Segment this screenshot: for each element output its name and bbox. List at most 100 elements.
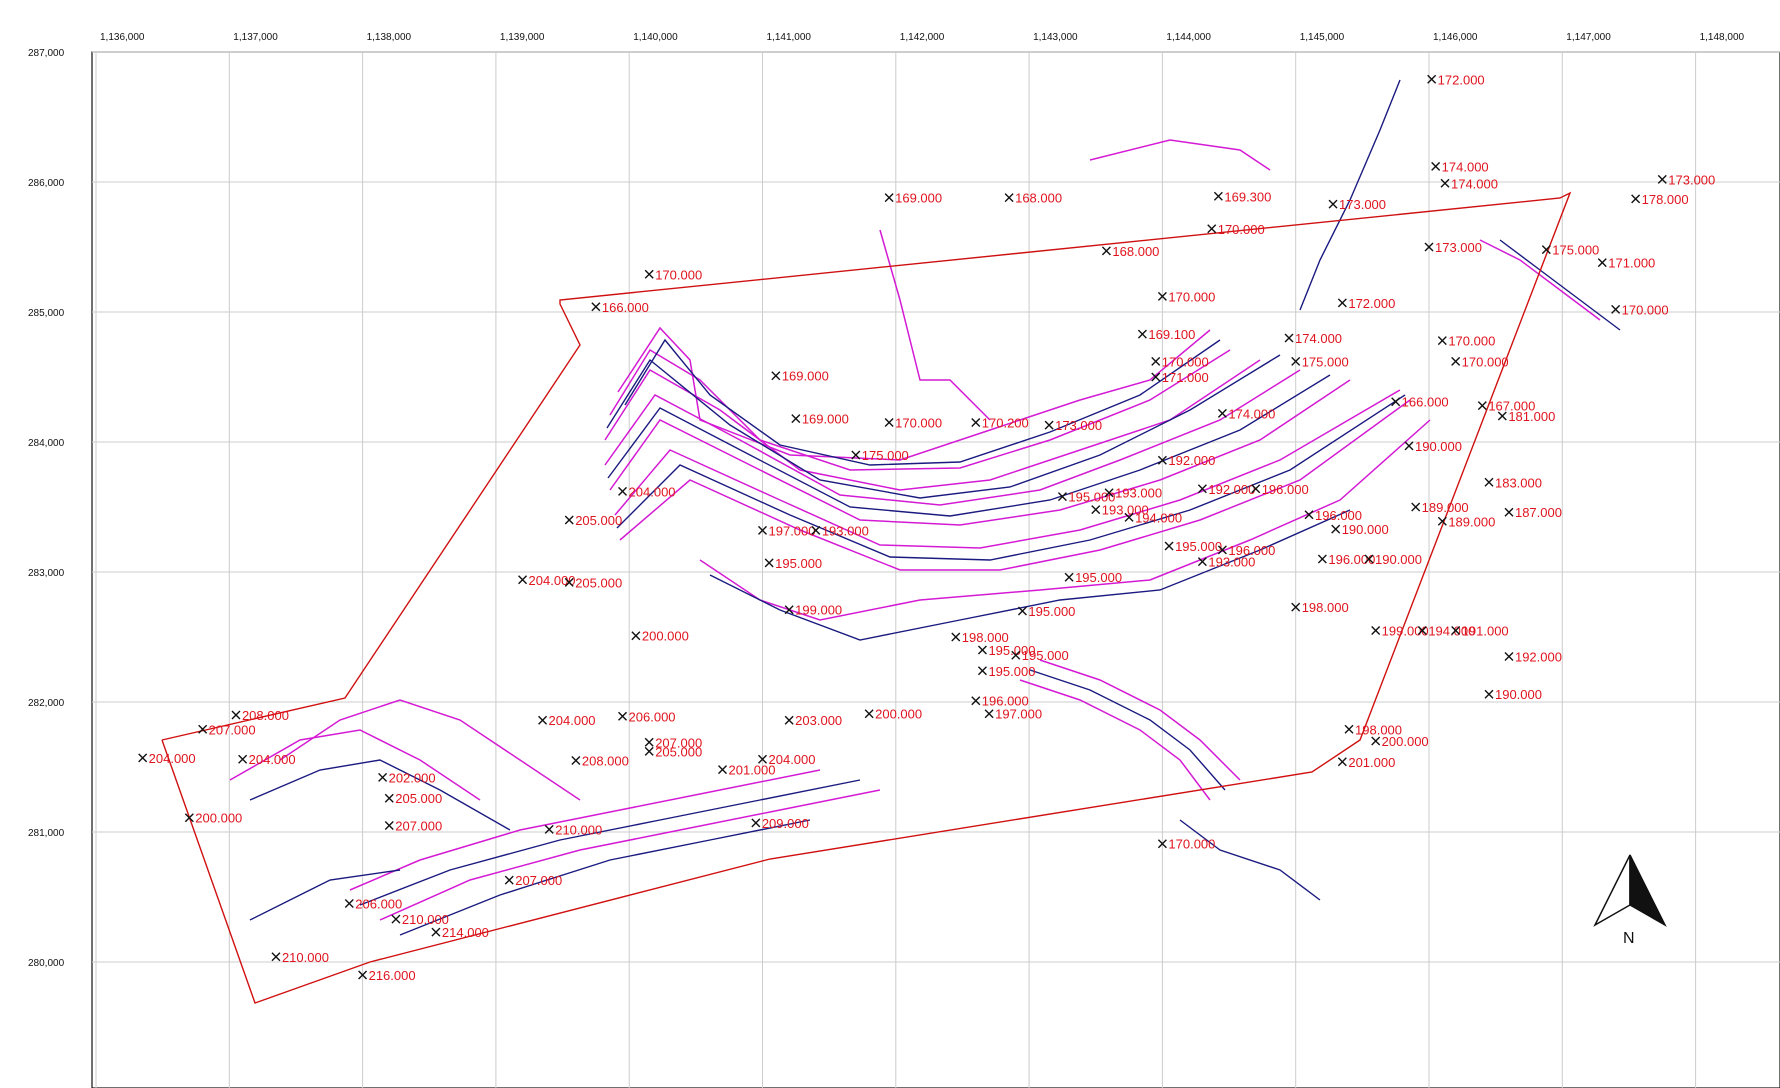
point-label: 171.000 <box>1162 370 1209 385</box>
survey-point: 204.000 <box>138 751 196 766</box>
point-marker-icon <box>1437 516 1447 526</box>
survey-point: 193.000 <box>1104 486 1162 501</box>
point-label: 200.000 <box>875 707 922 722</box>
point-marker-icon <box>771 371 781 381</box>
point-marker-icon <box>644 737 654 747</box>
point-marker-icon <box>1440 178 1450 188</box>
survey-point: 169.300 <box>1213 189 1271 204</box>
point-marker-icon <box>1251 484 1261 494</box>
point-marker-icon <box>977 645 987 655</box>
y-tick-label: 280,000 <box>28 958 65 969</box>
y-tick-label: 282,000 <box>28 698 65 709</box>
survey-point: 207.000 <box>198 722 256 737</box>
point-marker-icon <box>1497 411 1507 421</box>
point-marker-icon <box>977 666 987 676</box>
point-marker-icon <box>1337 298 1347 308</box>
survey-point: 194.000 <box>1124 510 1182 525</box>
survey-point: 194.000 <box>1417 624 1475 639</box>
point-label: 183.000 <box>1495 475 1542 490</box>
point-label: 190.000 <box>1495 687 1542 702</box>
point-marker-icon <box>1631 194 1641 204</box>
point-label: 193.000 <box>1208 555 1255 570</box>
point-label: 195.000 <box>1068 490 1115 505</box>
x-tick-label: 1,147,000 <box>1566 32 1611 43</box>
survey-point: 173.000 <box>1044 418 1102 433</box>
survey-point: 195.000 <box>764 556 822 571</box>
point-label: 193.000 <box>1102 503 1149 518</box>
survey-point: 169.000 <box>884 191 942 206</box>
point-label: 196.000 <box>1328 552 1375 567</box>
point-label: 196.000 <box>1315 508 1362 523</box>
point-label: 174.000 <box>1295 331 1342 346</box>
point-marker-icon <box>851 450 861 460</box>
survey-point: 170.000 <box>644 267 702 282</box>
point-marker-icon <box>1451 356 1461 366</box>
y-tick-label: 287,000 <box>28 48 65 59</box>
point-label: 194.000 <box>1428 624 1475 639</box>
survey-point: 204.000 <box>538 713 596 728</box>
point-marker-icon <box>884 193 894 203</box>
point-marker-icon <box>1404 441 1414 451</box>
survey-point: 201.000 <box>1337 755 1395 770</box>
point-marker-icon <box>1328 199 1338 209</box>
point-marker-icon <box>1217 545 1227 555</box>
survey-point: 170.000 <box>1437 334 1495 349</box>
point-label: 170.000 <box>895 416 942 431</box>
point-marker-icon <box>198 724 208 734</box>
point-label: 200.000 <box>195 811 242 826</box>
point-marker-icon <box>1424 242 1434 252</box>
survey-point: 166.000 <box>1391 395 1449 410</box>
point-label: 204.000 <box>149 751 196 766</box>
point-label: 200.000 <box>642 629 689 644</box>
survey-point: 178.000 <box>1631 192 1689 207</box>
point-marker-icon <box>764 558 774 568</box>
point-label: 197.000 <box>769 523 816 538</box>
point-label: 170.000 <box>1622 302 1669 317</box>
survey-point: 195.000 <box>1057 490 1115 505</box>
survey-point: 189.000 <box>1437 514 1495 529</box>
survey-point: 198.000 <box>1291 600 1349 615</box>
survey-point: 206.000 <box>344 897 402 912</box>
point-label: 170.000 <box>1168 837 1215 852</box>
survey-point: 190.000 <box>1364 552 1422 567</box>
point-marker-icon <box>791 414 801 424</box>
survey-point: 204.000 <box>518 573 576 588</box>
survey-point: 196.000 <box>1251 482 1309 497</box>
grid-lines <box>92 51 1780 1088</box>
survey-point: 195.000 <box>1011 648 1069 663</box>
survey-point: 169.000 <box>791 412 849 427</box>
survey-point: 206.000 <box>618 709 676 724</box>
point-label: 181.000 <box>1508 409 1555 424</box>
point-marker-icon <box>384 793 394 803</box>
survey-point: 171.000 <box>1151 370 1209 385</box>
point-marker-icon <box>1504 507 1514 517</box>
survey-point: 189.000 <box>1411 500 1469 515</box>
point-label: 166.000 <box>1402 395 1449 410</box>
point-marker-icon <box>1371 736 1381 746</box>
point-marker-icon <box>971 696 981 706</box>
survey-point: 200.000 <box>1371 734 1429 749</box>
survey-point: 196.000 <box>971 694 1029 709</box>
point-marker-icon <box>564 577 574 587</box>
point-marker-icon <box>1477 401 1487 411</box>
point-marker-icon <box>431 927 441 937</box>
point-label: 205.000 <box>655 744 702 759</box>
survey-point: 196.000 <box>1317 552 1375 567</box>
survey-point: 200.000 <box>631 629 689 644</box>
point-marker-icon <box>1207 224 1217 234</box>
point-marker-icon <box>811 525 821 535</box>
point-marker-icon <box>1291 602 1301 612</box>
point-label: 190.000 <box>1415 439 1462 454</box>
survey-point: 175.000 <box>1291 354 1349 369</box>
point-label: 204.000 <box>529 573 576 588</box>
y-axis-ticks: 287,000286,000285,000284,000283,000282,0… <box>28 48 65 969</box>
point-label: 204.000 <box>769 752 816 767</box>
survey-point: 195.000 <box>977 643 1035 658</box>
y-tick-label: 285,000 <box>28 308 65 319</box>
survey-point: 174.000 <box>1284 331 1342 346</box>
survey-point: 200.000 <box>864 707 922 722</box>
point-label: 168.000 <box>1112 244 1159 259</box>
survey-point: 207.000 <box>504 873 562 888</box>
point-label: 208.000 <box>582 754 629 769</box>
